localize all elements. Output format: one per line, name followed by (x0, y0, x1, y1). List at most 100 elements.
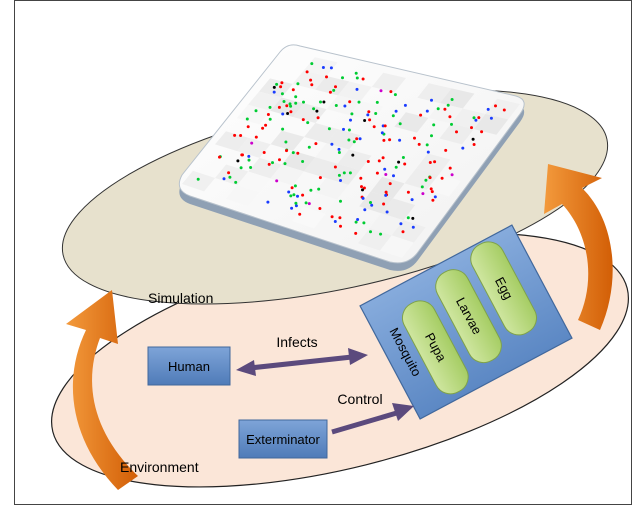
agent-dot (472, 116, 476, 120)
board-tile (371, 72, 406, 93)
board-tile (326, 129, 361, 150)
board-tile (337, 149, 372, 171)
agent-dot (241, 153, 244, 157)
agent-dot (368, 118, 372, 122)
agent-dot (406, 216, 410, 220)
agent-dot (489, 116, 493, 120)
infects-arrow: Infects (236, 334, 368, 376)
agent-dot (298, 212, 302, 216)
arrowhead-right-icon (348, 348, 368, 365)
agent-dot (249, 166, 253, 169)
agent-dot (307, 145, 311, 149)
agent-dot (218, 155, 221, 159)
agent-dot (362, 186, 366, 190)
agent-dot (266, 200, 270, 204)
agent-dot (272, 90, 276, 94)
cycle-arrow-up-right-icon (544, 164, 613, 330)
agent-dot (334, 104, 338, 107)
agent-dot (436, 107, 440, 111)
agent-dot (314, 142, 318, 146)
agent-dot (356, 218, 360, 221)
agent-dot (289, 194, 293, 198)
agent-dot (421, 192, 425, 196)
board-tile (326, 95, 361, 116)
agent-dot (309, 78, 313, 82)
agent-dot (411, 216, 415, 220)
agent-dot (296, 194, 299, 198)
agent-dot (384, 190, 388, 194)
agent-dot (292, 193, 296, 197)
agent-dot (239, 134, 243, 137)
agent-dot (433, 160, 437, 164)
board-tile (259, 78, 293, 98)
agent-dot (228, 175, 232, 179)
agent-dot (234, 180, 238, 184)
agent-dot (360, 185, 363, 189)
agent-dot (391, 114, 395, 118)
board-tile (440, 88, 475, 109)
agent-dot (363, 119, 367, 122)
agent-dot (413, 136, 416, 140)
agent-dot (440, 176, 444, 180)
agent-dot (227, 171, 231, 175)
agent-dot (369, 201, 372, 204)
agent-dot (398, 138, 402, 142)
agent-dot (312, 107, 316, 111)
agent-dot (366, 160, 370, 163)
agent-dot (332, 88, 336, 92)
agent-dot (430, 134, 433, 138)
agent-dot (333, 220, 337, 223)
agent-dot (301, 160, 305, 163)
agent-dot (247, 154, 251, 158)
agent-dot (287, 190, 291, 194)
infects-label: Infects (276, 334, 317, 350)
agent-dot (280, 92, 284, 96)
board-tile (439, 123, 474, 145)
agent-dot (392, 174, 395, 178)
board-tile (369, 213, 404, 236)
agent-dot (393, 93, 397, 97)
agent-dot (382, 138, 386, 142)
agent-dot (304, 201, 308, 205)
agent-dot (430, 190, 434, 194)
agent-dot (432, 123, 436, 127)
board-tile (281, 150, 316, 172)
agent-dot (307, 202, 311, 206)
agent-dot (425, 143, 429, 147)
board-tile (391, 220, 426, 243)
agent-dot (448, 166, 452, 170)
agent-dot (384, 193, 388, 197)
agent-dot (351, 153, 355, 157)
board-tile (358, 228, 392, 251)
agent-dot (369, 230, 372, 234)
agent-dot (474, 118, 478, 122)
agent-dot (294, 95, 298, 99)
agent-dot (296, 151, 300, 155)
agent-dot (403, 103, 407, 107)
agent-dot (430, 98, 433, 102)
board-tile (370, 176, 405, 199)
agent-dot (350, 112, 354, 116)
board-tile (237, 171, 271, 193)
human-label: Human (168, 359, 210, 374)
agent-dot (363, 208, 367, 212)
arrowhead-icon (392, 403, 414, 421)
agent-dot (294, 201, 298, 205)
agent-dot (380, 131, 384, 135)
exterminator-box: Exterminator (238, 419, 328, 459)
agent-dot (278, 158, 281, 162)
agent-dot (352, 140, 356, 144)
agent-dot (301, 118, 305, 122)
cycle-arrow-up-left-icon (66, 290, 138, 490)
agent-dot (374, 112, 378, 115)
agent-dot (342, 127, 345, 131)
agent-dot (222, 177, 226, 181)
agent-dot (330, 215, 334, 219)
agent-dot (366, 113, 370, 117)
agent-dot (486, 107, 490, 111)
agent-dot (246, 125, 250, 129)
pupa-stage: Pupa (401, 300, 469, 395)
agent-dot (388, 182, 392, 186)
agent-dot (455, 130, 458, 134)
